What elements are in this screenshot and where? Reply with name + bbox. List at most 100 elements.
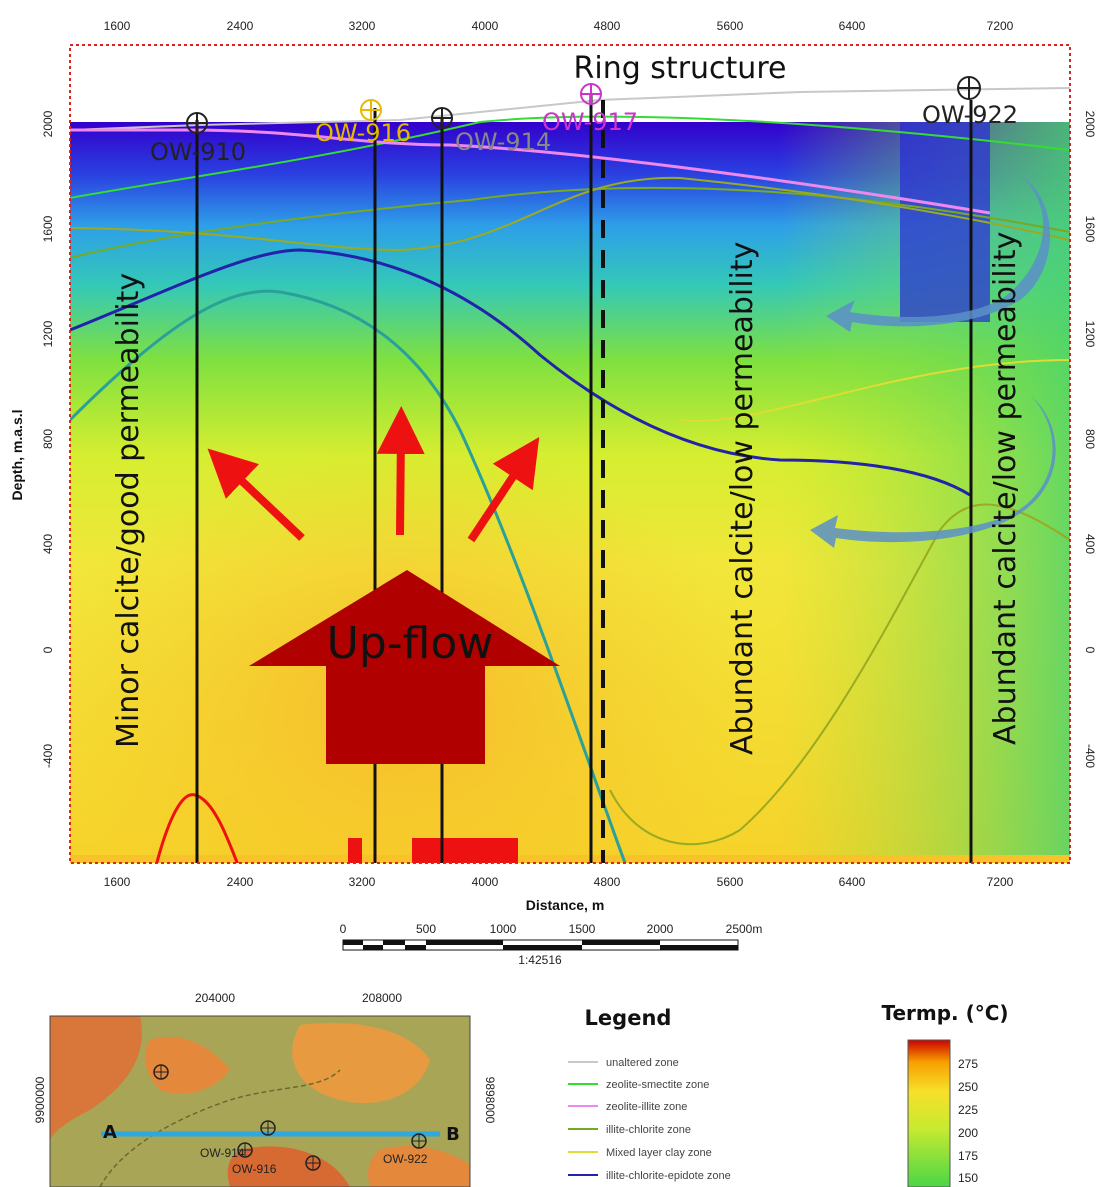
temperature-tick: 225 bbox=[958, 1103, 978, 1117]
y-tick-label: 1200 bbox=[1083, 321, 1097, 348]
red-arrow-icon bbox=[467, 436, 540, 543]
illite-chlorite-line bbox=[70, 186, 1070, 259]
map-y-tick: 9900000 bbox=[33, 1076, 47, 1123]
x-tick-label: 5600 bbox=[717, 19, 744, 33]
hot-contour-block-1 bbox=[348, 838, 362, 863]
y-tick-label: 0 bbox=[1083, 647, 1097, 654]
temperature-color-bar bbox=[907, 1039, 951, 1187]
section-label-a: A bbox=[103, 1122, 117, 1143]
map-well-icon bbox=[411, 1133, 427, 1149]
well-label-ow-917: OW-917 bbox=[542, 108, 638, 136]
well-symbol-icon bbox=[360, 99, 382, 121]
temperature-tick: 250 bbox=[958, 1080, 978, 1094]
x-axis-top: 1600 2400 3200 4000 4800 5600 6400 7200 bbox=[104, 19, 1014, 33]
legend-item-label: unaltered zone bbox=[606, 1057, 679, 1069]
illite-chlorite-epidote-line bbox=[70, 248, 971, 497]
legend-item-label: illite-chlorite zone bbox=[606, 1124, 691, 1136]
y-axis-left: 2000 1600 1200 800 400 0 -400 Depth, m.a… bbox=[9, 110, 55, 768]
plot-frame bbox=[69, 44, 1071, 864]
well-symbol-icon bbox=[957, 76, 981, 100]
scale-tick: 1000 bbox=[490, 922, 517, 936]
x-tick-label: 7200 bbox=[987, 19, 1014, 33]
x-tick-label: 1600 bbox=[104, 19, 131, 33]
map-well-icon bbox=[305, 1155, 321, 1171]
x-tick-label: 3200 bbox=[349, 875, 376, 889]
section-title: Ring structure bbox=[574, 51, 787, 86]
mixed-layer-clay-line bbox=[679, 359, 1070, 422]
map-well-label: OW-914 bbox=[200, 1146, 245, 1160]
well-symbol-icon bbox=[186, 112, 208, 134]
x-tick-label: 1600 bbox=[104, 875, 131, 889]
temperature-tick: 150 bbox=[958, 1171, 978, 1185]
upflow-arrow-icon bbox=[249, 570, 560, 764]
scale-tick: 2500m bbox=[726, 922, 763, 936]
x-tick-label: 6400 bbox=[839, 19, 866, 33]
temperature-tick: 200 bbox=[958, 1126, 978, 1140]
scale-ratio: 1:42516 bbox=[518, 953, 562, 967]
y-tick-label: 400 bbox=[41, 534, 55, 554]
legend-item-label: illite-chlorite-epidote zone bbox=[606, 1170, 731, 1182]
cold-column bbox=[900, 122, 990, 322]
x-tick-label: 4800 bbox=[594, 19, 621, 33]
map-x-tick: 204000 bbox=[195, 991, 235, 1005]
zeolite-illite-line bbox=[70, 128, 991, 215]
y-tick-label: -400 bbox=[1083, 744, 1097, 768]
map-unit bbox=[50, 1016, 142, 1140]
legend-item-label: zeolite-smectite zone bbox=[606, 1079, 709, 1091]
temperature-scale: Termp. (°C) 275 250 225 200 175 150 bbox=[881, 1001, 1009, 1187]
y-axis-title: Depth, m.a.s.l bbox=[9, 409, 25, 500]
blue-flow-arrow-icon bbox=[826, 175, 1050, 332]
temperature-scale-title: Termp. (°C) bbox=[881, 1001, 1008, 1025]
temperature-tick: 175 bbox=[958, 1149, 978, 1163]
x-tick-label: 4000 bbox=[472, 875, 499, 889]
blue-flow-arrow-icon bbox=[810, 395, 1056, 548]
x-tick-label: 2400 bbox=[227, 875, 254, 889]
map-unit bbox=[227, 1146, 350, 1187]
legend-title: Legend bbox=[585, 1006, 672, 1030]
map-well-label: OW-916 bbox=[232, 1162, 277, 1176]
map-unit bbox=[368, 1145, 470, 1187]
y-tick-label: -400 bbox=[41, 744, 55, 768]
zone-label-abundant-calcite-right: Abundant calcite/low permeability bbox=[988, 232, 1023, 745]
scale-tick: 0 bbox=[340, 922, 347, 936]
scale-tick: 1500 bbox=[569, 922, 596, 936]
scale-tick: 500 bbox=[416, 922, 436, 936]
red-arrow-icon bbox=[207, 448, 305, 541]
map-well-icon bbox=[153, 1064, 169, 1080]
y-tick-label: 1600 bbox=[41, 215, 55, 242]
x-tick-label: 2400 bbox=[227, 19, 254, 33]
section-label-b: B bbox=[446, 1124, 460, 1145]
illite-chlorite-line-2 bbox=[70, 176, 1070, 252]
map-unit bbox=[144, 1036, 230, 1094]
y-tick-label: 0 bbox=[41, 646, 55, 653]
y-tick-label: 400 bbox=[1083, 534, 1097, 554]
inset-map: 204000 208000 9900000 9898000 A B OW-914… bbox=[33, 991, 497, 1187]
cross-section: Ring structure OW-910 OW-916 OW-914 OW-9… bbox=[9, 19, 1097, 913]
y-tick-label: 2000 bbox=[41, 110, 55, 137]
well-label-ow-922: OW-922 bbox=[922, 101, 1018, 129]
zone-label-minor-calcite: Minor calcite/good permeability bbox=[111, 273, 146, 748]
legend-item-label: Mixed layer clay zone bbox=[606, 1147, 712, 1159]
map-x-tick: 208000 bbox=[362, 991, 402, 1005]
y-tick-label: 1600 bbox=[1083, 216, 1097, 243]
x-tick-label: 4800 bbox=[594, 875, 621, 889]
map-well-label: OW-922 bbox=[383, 1152, 428, 1166]
y-tick-label: 1200 bbox=[41, 320, 55, 347]
x-tick-label: 4000 bbox=[472, 19, 499, 33]
well-symbol-icon bbox=[580, 83, 602, 105]
temperature-tick: 275 bbox=[958, 1057, 978, 1071]
well-symbol-icon bbox=[431, 107, 453, 129]
x-tick-label: 5600 bbox=[717, 875, 744, 889]
plot-bottom-band bbox=[70, 855, 1070, 863]
y-tick-label: 2000 bbox=[1083, 111, 1097, 138]
x-axis-title: Distance, m bbox=[526, 897, 605, 913]
map-well-icon bbox=[260, 1120, 276, 1136]
map-well-icon bbox=[237, 1142, 253, 1158]
legend: Legend unaltered zone zeolite-smectite z… bbox=[568, 1006, 731, 1182]
map-frame bbox=[49, 1015, 471, 1187]
x-axis-bottom: 1600 2400 3200 4000 4800 5600 6400 7200 … bbox=[104, 875, 1014, 913]
y-tick-label: 800 bbox=[41, 429, 55, 449]
well-label-ow-910: OW-910 bbox=[150, 138, 246, 166]
scale-tick: 2000 bbox=[647, 922, 674, 936]
